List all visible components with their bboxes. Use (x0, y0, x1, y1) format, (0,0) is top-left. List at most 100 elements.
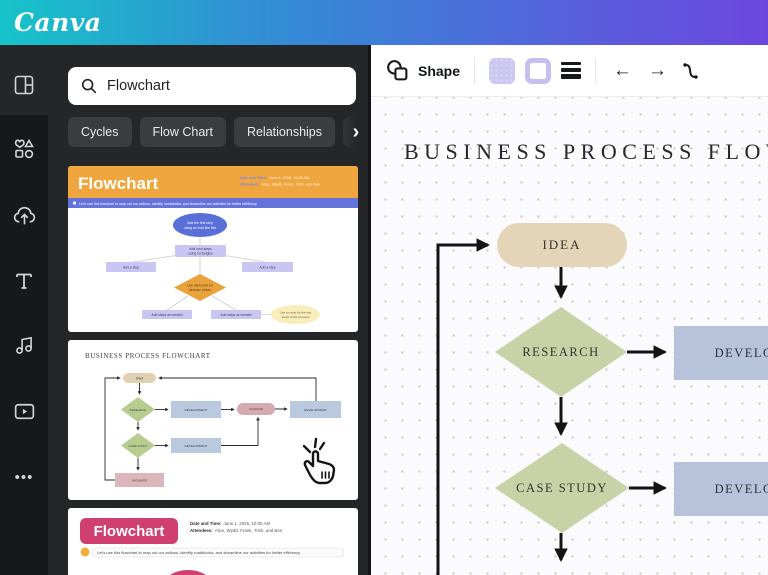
template1-title: Flowchart (78, 174, 159, 193)
canvas-toolbar: Shape ← → (371, 45, 768, 97)
templates-panel: Cycles Flow Chart Relationships Graphs T… (48, 45, 368, 575)
design-panels-icon (14, 75, 34, 95)
svg-text:RESEARCH: RESEARCH (130, 408, 147, 412)
canvas-node-development-1[interactable]: DEVELOPMENT (674, 326, 768, 380)
template1-banner (68, 198, 358, 208)
svg-text:decision points: decision points (189, 288, 211, 292)
ellipsis-icon: ••• (14, 468, 34, 486)
border-color-swatch[interactable] (525, 57, 552, 84)
template3-attendees: Attendees: Alice, Wyatt, Frank, Trish, a… (190, 528, 283, 533)
fill-color-swatch[interactable] (489, 57, 516, 84)
chip-flow-chart[interactable]: Flow Chart (139, 117, 226, 147)
sidebar-item-videos[interactable] (0, 387, 48, 435)
template2-dev1-rect (171, 401, 221, 418)
template1-banner-text: Let's use this flowchart to map out our … (79, 202, 257, 206)
svg-text:Use diamonds for: Use diamonds for (187, 284, 214, 288)
template-card-flowchart-orange[interactable]: Flowchart Date and Time: June 1, 2025, 1… (68, 166, 358, 332)
chips-fade-overlay (334, 117, 368, 147)
template1-left-rect (106, 262, 156, 272)
search-bar[interactable] (68, 67, 356, 105)
template1-decision-diamond (174, 274, 226, 301)
template1-right-rect (242, 262, 293, 272)
template2-idea-pill (123, 373, 156, 383)
border-weight-icon[interactable] (561, 62, 582, 79)
svg-text:Add steps as needed: Add steps as needed (221, 313, 252, 317)
svg-text:using rectangles: using rectangles (188, 252, 213, 256)
sidebar: ••• (0, 45, 48, 575)
sidebar-item-design[interactable] (0, 61, 48, 109)
music-note-icon (16, 336, 32, 354)
design-canvas[interactable]: BUSINESS PROCESS FLOWCHART IDEA RES (371, 97, 768, 575)
template1-header (68, 166, 358, 198)
template1-bottom-rect-1 (142, 310, 192, 319)
template2-connectors (104, 376, 317, 481)
template3-title-box (80, 518, 178, 544)
canvas-node-development-2[interactable]: DEVELOPMENT (674, 462, 768, 516)
shapes-icon (14, 138, 34, 159)
connector-line-icon[interactable] (680, 60, 702, 82)
canvas-node-case-study[interactable]: CASE STUDY (495, 443, 629, 533)
lightbulb-emoji-icon (80, 547, 90, 557)
sidebar-item-more[interactable]: ••• (0, 453, 48, 501)
svg-text:Add next steps: Add next steps (189, 247, 212, 251)
sidebar-item-elements[interactable] (0, 125, 48, 173)
canvas-node-idea[interactable]: IDEA (497, 223, 627, 267)
canvas-area: Shape ← → BUSINESS PROCESS FLOWCHART (368, 45, 768, 575)
redo-arrow-icon[interactable]: → (648, 60, 668, 81)
template-card-flowchart-pink[interactable]: Flowchart Date and Time: June 1, 2025, 1… (68, 508, 358, 575)
svg-text:INCUBATE: INCUBATE (132, 478, 147, 482)
sidebar-item-text[interactable] (0, 257, 48, 305)
filter-chips: Cycles Flow Chart Relationships Graphs T (68, 117, 368, 147)
svg-text:DEVELOPMENT: DEVELOPMENT (304, 408, 327, 412)
sidebar-active-highlight (0, 45, 48, 115)
template1-attendees: Attendees: Alice, Wyatt, Frank, Trish, a… (240, 183, 320, 187)
search-icon (81, 78, 97, 94)
svg-text:using an oval like this: using an oval like this (184, 226, 217, 230)
template1-bottom-rect-2 (211, 310, 261, 319)
toolbar-divider (595, 57, 597, 84)
video-play-icon (14, 403, 34, 419)
svg-text:DEVELOPMENT: DEVELOPMENT (185, 408, 208, 412)
canvas-title-text[interactable]: BUSINESS PROCESS FLOWCHART (404, 139, 768, 164)
svg-text:IDEA: IDEA (136, 376, 144, 380)
svg-text:Add steps as needed: Add steps as needed (152, 313, 183, 317)
template3-date: Date and Time: June 1, 2025, 10:00 AM (190, 521, 270, 526)
shape-button-label: Shape (418, 62, 461, 79)
template1-connectors (132, 237, 271, 315)
svg-text:Add the first step: Add the first step (187, 221, 213, 225)
template3-note-bubble (91, 547, 345, 558)
svg-text:VALIDATE: VALIDATE (249, 407, 263, 411)
svg-text:CASE STUDY: CASE STUDY (128, 444, 147, 448)
template2-case-study-diamond (121, 433, 155, 458)
text-icon (16, 273, 32, 289)
template2-dev2-rect (171, 438, 221, 453)
canva-logo[interactable]: Canva (14, 8, 102, 37)
template1-date: Date and Time: June 1, 2025, 10:00 AM (240, 176, 309, 180)
shape-icon (387, 60, 408, 81)
template-card-business-process[interactable]: BUSINESS PROCESS FLOWCHART IDEA RES (68, 340, 358, 500)
svg-text:Use an oval for the last: Use an oval for the last (280, 311, 312, 315)
cloud-upload-icon (13, 206, 35, 224)
template1-start-oval (173, 213, 227, 237)
template2-dev-right-rect (290, 401, 341, 418)
template2-validate-pill (237, 403, 275, 415)
template2-title: BUSINESS PROCESS FLOWCHART (85, 352, 211, 360)
sidebar-item-audio[interactable] (0, 321, 48, 369)
chip-cycles[interactable]: Cycles (68, 117, 132, 147)
undo-arrow-icon[interactable]: ← (613, 60, 633, 81)
template2-research-diamond (121, 397, 155, 422)
canvas-node-research[interactable]: RESEARCH (495, 307, 627, 397)
banner-icon (73, 201, 76, 205)
svg-text:DEVELOPMENT: DEVELOPMENT (185, 444, 208, 448)
search-input[interactable] (107, 78, 327, 94)
svg-text:steps of the process: steps of the process (282, 315, 310, 319)
svg-text:Add a step: Add a step (123, 265, 139, 269)
template1-next-rect (175, 245, 226, 257)
chip-relationships[interactable]: Relationships (233, 117, 335, 147)
chevron-right-icon[interactable]: › (352, 120, 360, 143)
template1-end-oval (271, 305, 320, 324)
shape-button[interactable]: Shape (385, 58, 460, 83)
top-bar: Canva (0, 0, 768, 45)
sidebar-item-uploads[interactable] (0, 191, 48, 239)
